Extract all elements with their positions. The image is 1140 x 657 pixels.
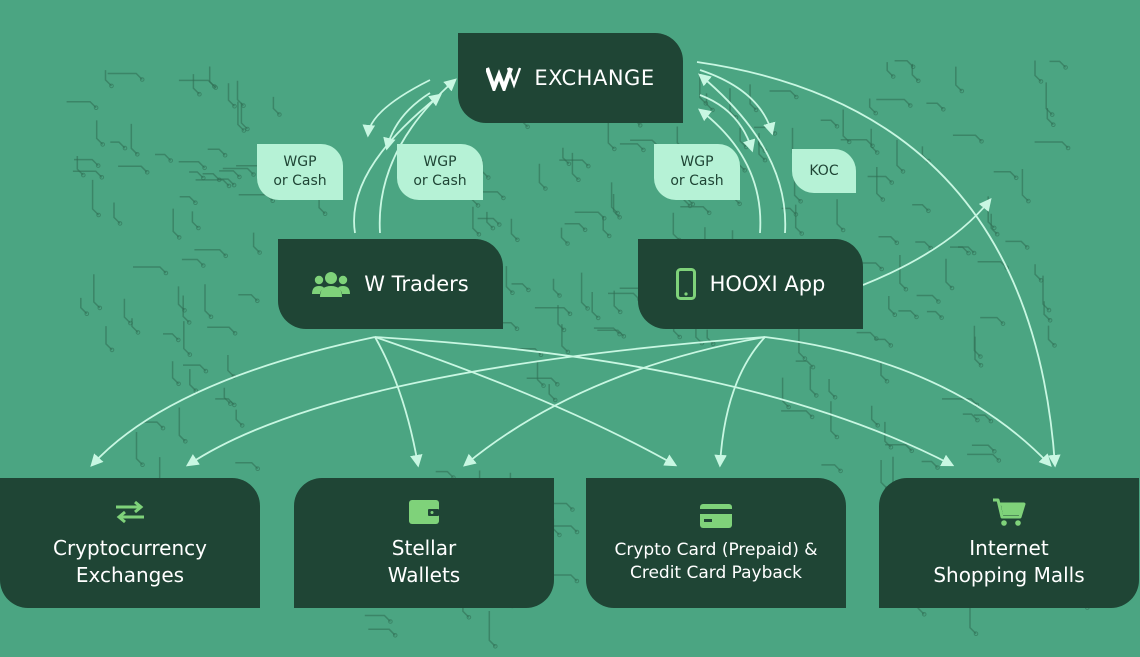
exchange-label: EXCHANGE: [534, 66, 655, 90]
wallet-icon: [409, 500, 439, 524]
w-traders-node: W Traders: [278, 239, 503, 329]
pill-line2: or Cash: [273, 173, 327, 189]
wgp-or-cash-badge: WGP or Cash: [257, 144, 343, 200]
hooxi-app-node: HOOXI App: [638, 239, 863, 329]
pill-line1: WGP: [283, 154, 317, 170]
hooxi-app-label: HOOXI App: [709, 272, 826, 296]
pill-line1: WGP: [423, 154, 457, 170]
node-title-line1: Internet: [969, 536, 1049, 560]
node-title-line2: Exchanges: [75, 563, 185, 587]
koc-badge: KOC: [792, 149, 856, 193]
node-title-line2: Wallets: [387, 563, 461, 587]
users-group-icon: [312, 272, 351, 297]
crypto-card-node: Crypto Card (Prepaid) & Credit Card Payb…: [586, 478, 846, 608]
internet-shopping-malls-node: Internet Shopping Malls: [879, 478, 1139, 608]
node-title-line1: Cryptocurrency: [53, 536, 207, 560]
credit-card-icon: [700, 504, 732, 528]
node-title-line2: Credit Card Payback: [629, 563, 803, 583]
pill-line1: WGP: [680, 154, 714, 170]
pill-line2: or Cash: [413, 173, 467, 189]
exchange-node: EXCHANGE: [458, 33, 683, 123]
w-logo-icon: [486, 67, 522, 91]
node-title-line1: Stellar: [391, 536, 457, 560]
smartphone-icon: [675, 268, 696, 300]
swap-arrows-icon: [116, 500, 144, 524]
stellar-wallets-node: Stellar Wallets: [294, 478, 554, 608]
node-title-line2: Shopping Malls: [933, 563, 1085, 587]
wgp-or-cash-badge: WGP or Cash: [397, 144, 483, 200]
pill-line2: or Cash: [670, 173, 724, 189]
shopping-cart-icon: [993, 498, 1026, 526]
pill-line1: KOC: [809, 162, 839, 179]
wgp-or-cash-badge: WGP or Cash: [654, 144, 740, 200]
w-traders-label: W Traders: [364, 272, 469, 296]
node-title-line1: Crypto Card (Prepaid) &: [614, 540, 818, 560]
cryptocurrency-exchanges-node: Cryptocurrency Exchanges: [0, 478, 260, 608]
